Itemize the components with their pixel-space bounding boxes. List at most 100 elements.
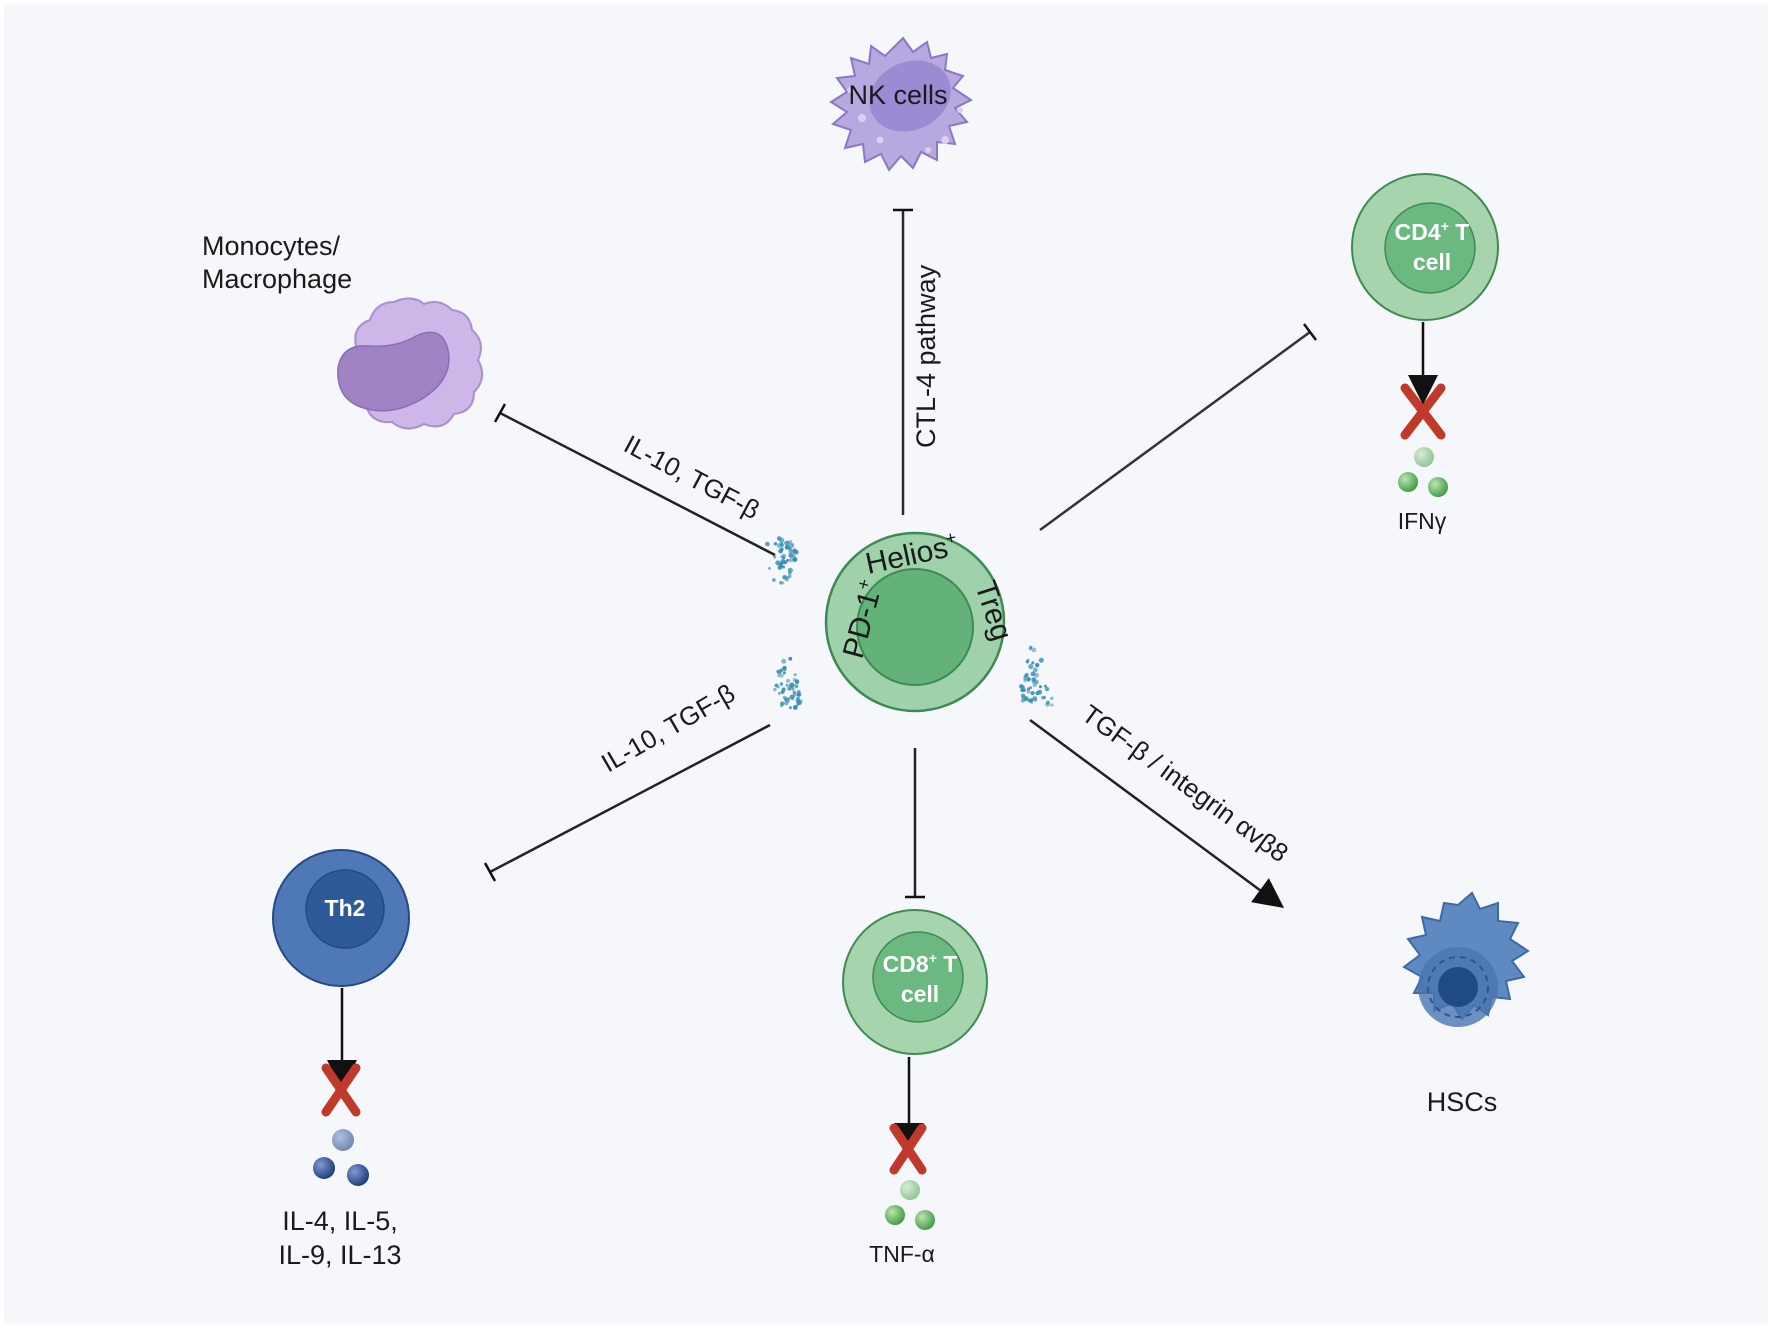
- nk-cells-label: NK cells: [848, 80, 947, 110]
- secreted-molecule-dot: [793, 557, 797, 561]
- secreted-molecule-dot: [778, 548, 783, 554]
- secreted-molecule-dot: [792, 705, 798, 710]
- secreted-molecule-dot: [778, 692, 781, 695]
- secreted-molecule-dot: [1029, 686, 1033, 690]
- secreted-molecule-dot: [780, 559, 786, 564]
- hsc-activation-arrow: [1029, 718, 1285, 908]
- secreted-molecule-dot: [776, 669, 780, 674]
- secreted-molecule-dot: [777, 674, 781, 678]
- secreted-molecule-dot: [793, 673, 797, 677]
- secreted-molecule-dot: [765, 541, 770, 547]
- secreted-molecule-dot: [787, 567, 793, 573]
- secreted-molecule-dot: [1034, 672, 1039, 678]
- secreted-molecule-dot: [795, 697, 801, 702]
- secreted-molecule-dot: [788, 557, 794, 563]
- secreted-molecule-dot: [782, 671, 787, 675]
- treg-cell: PD-1+ Helios+ Treg: [824, 527, 1018, 713]
- secreted-molecule-dot: [782, 574, 787, 580]
- secreted-molecule-dot: [1028, 698, 1034, 703]
- secreted-molecule-dot: [772, 555, 777, 559]
- monocytes-label: Monocytes/: [202, 231, 341, 261]
- mono-inhibition-line: [493, 403, 776, 557]
- secreted-molecule-dot: [1024, 672, 1029, 678]
- secreted-molecule-dot: [791, 687, 795, 691]
- secreted-molecule-dot: [768, 567, 771, 570]
- secreted-molecule-dot: [785, 683, 789, 687]
- secreted-molecule-dot: [781, 687, 786, 692]
- secreted-molecule-dot: [779, 581, 783, 585]
- ctl4-pathway-label: CTL-4 pathway: [911, 264, 941, 448]
- secreted-molecule-dot: [776, 543, 782, 549]
- secreted-molecule-dot: [1031, 647, 1037, 653]
- secreted-molecule-dot: [788, 547, 792, 551]
- cd4-inhibition-line: [1039, 323, 1317, 532]
- secreted-molecule-dot: [782, 665, 787, 671]
- secreted-molecule-dot: [1044, 686, 1050, 692]
- secreted-molecule-dot: [786, 678, 790, 683]
- monocyte-macrophage-cell: [337, 297, 484, 430]
- cd4-label: CD4+ T: [1395, 218, 1470, 245]
- secreted-molecule-dot: [788, 706, 792, 710]
- cd8-block-x-icon: [889, 1123, 927, 1175]
- secreted-molecule-dot: [1030, 671, 1036, 677]
- nk-cell: NK cells: [829, 36, 973, 172]
- secreted-molecule-dot: [1030, 691, 1035, 696]
- hsc-label: HSCs: [1427, 1087, 1498, 1117]
- macrophage-label: Macrophage: [202, 264, 352, 294]
- secreted-molecule-dot: [1040, 696, 1045, 700]
- secreted-molecule-dot: [789, 682, 795, 687]
- secreted-molecule-dot: [779, 668, 784, 672]
- secreted-molecule-dot: [773, 687, 777, 692]
- secreted-molecule-dot: [779, 673, 784, 678]
- secreted-molecule-dot: [792, 549, 797, 554]
- secreted-molecule-dot: [1038, 657, 1044, 663]
- th2-cytokine-balls: [313, 1129, 369, 1186]
- secreted-molecule-dot: [788, 687, 792, 691]
- secreted-molecule-dot: [792, 677, 797, 682]
- cd8-t-cell: CD8+ T cell: [842, 909, 988, 1055]
- secreted-molecule-dot: [781, 658, 787, 664]
- cd8-label: CD8+ T: [883, 950, 958, 977]
- secreted-molecule-dots: [765, 536, 1054, 710]
- secreted-molecule-dot: [1032, 667, 1038, 673]
- secreted-molecule-dot: [777, 565, 783, 570]
- secreted-molecule-dot: [1034, 698, 1038, 702]
- secreted-molecule-dot: [1046, 700, 1050, 705]
- cd8-cytokine-balls: [885, 1180, 935, 1230]
- secreted-molecule-dot: [794, 684, 799, 689]
- secreted-molecule-dot: [784, 701, 789, 706]
- secreted-molecule-dot: [1038, 685, 1043, 689]
- nk-inhibition-line: [893, 208, 913, 515]
- secreted-molecule-dot: [1027, 677, 1032, 682]
- secreted-molecule-dot: [772, 578, 776, 582]
- secreted-molecule-dot: [796, 703, 800, 707]
- secreted-molecule-dot: [1044, 684, 1047, 688]
- secreted-molecule-dot: [791, 543, 795, 546]
- secreted-molecule-dot: [779, 682, 784, 686]
- secreted-molecule-dot: [1026, 689, 1031, 694]
- secreted-molecule-dot: [774, 683, 779, 688]
- secreted-molecule-dot: [784, 541, 789, 546]
- secreted-molecule-dot: [788, 656, 793, 661]
- th2-block-x-icon: [321, 1063, 361, 1117]
- secreted-molecule-dot: [1037, 689, 1043, 695]
- th2-cytokine-label-1: IL-4, IL-5,: [282, 1206, 398, 1236]
- tnfa-label: TNF-α: [869, 1241, 935, 1267]
- secreted-molecule-dot: [775, 560, 781, 566]
- cd4-t-cell: CD4+ T cell: [1351, 173, 1499, 321]
- cd4-cell-label: cell: [1413, 249, 1451, 275]
- secreted-molecule-dot: [789, 694, 795, 700]
- secreted-molecule-dot: [796, 690, 801, 695]
- hsc-cell: [1402, 891, 1530, 1027]
- secreted-molecule-dot: [1035, 662, 1040, 668]
- cd8-inhibition-line: [905, 748, 925, 899]
- secreted-molecule-dot: [1023, 696, 1029, 702]
- secreted-molecule-dot: [781, 553, 787, 559]
- cd4-block-x-icon: [1400, 383, 1446, 440]
- th2-cell: Th2: [272, 849, 410, 987]
- secreted-molecule-dot: [1025, 659, 1029, 664]
- th2-cytokine-label-2: IL-9, IL-13: [278, 1240, 401, 1270]
- secreted-molecule-dot: [787, 697, 791, 701]
- secreted-molecule-dot: [790, 554, 794, 558]
